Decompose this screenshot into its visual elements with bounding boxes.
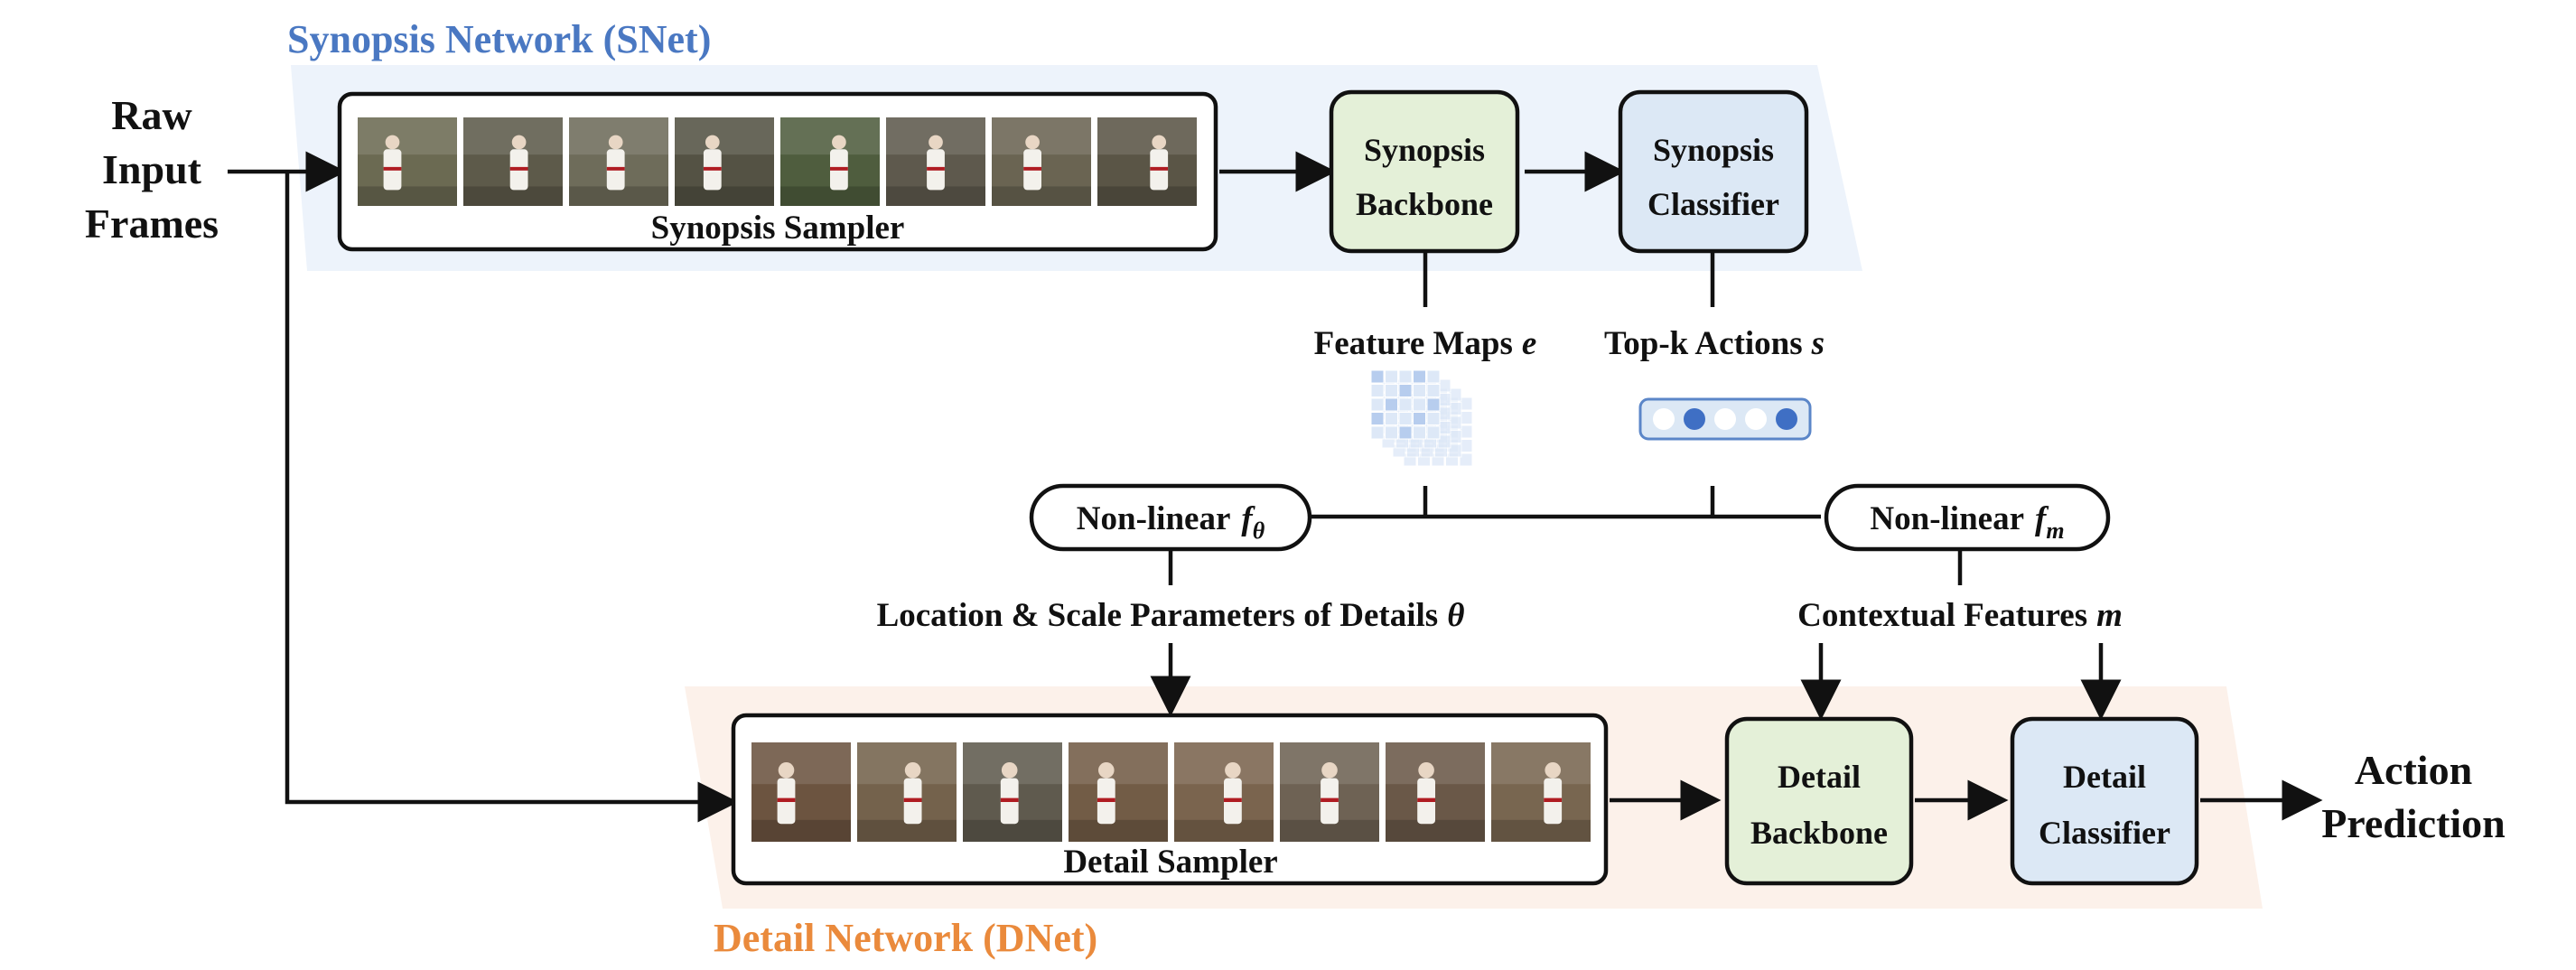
detail-frame-3: [963, 742, 1062, 842]
topk-vector-icon: [1638, 397, 1812, 441]
synopsis-frames: [358, 117, 1197, 206]
topk-dot-1: [1653, 408, 1675, 430]
output-label-line-2: Prediction: [2321, 800, 2506, 846]
synopsis-frame-6: [886, 117, 985, 206]
detail-frame-5: [1174, 742, 1274, 842]
synopsis-frame-2: [463, 117, 563, 206]
detail-backbone: Detail Backbone: [1724, 716, 1914, 886]
synopsis-frame-4: [675, 117, 774, 206]
detail-classifier-line-1: Detail: [2063, 759, 2146, 795]
synopsis-frame-5: [780, 117, 880, 206]
synopsis-classifier-line-1: Synopsis: [1653, 132, 1774, 168]
detail-backbone-line-1: Detail: [1778, 759, 1861, 795]
synopsis-classifier-line-2: Classifier: [1647, 186, 1779, 222]
dnet-title: Detail Network (DNet): [714, 916, 1097, 960]
topk-dot-4: [1745, 408, 1767, 430]
topk-dot-3: [1714, 408, 1736, 430]
snet-title: Synopsis Network (SNet): [287, 17, 711, 61]
arrow-input-to-detail-sampler: [285, 172, 739, 823]
synopsis-frame-8: [1097, 117, 1197, 206]
synopsis-frame-3: [569, 117, 668, 206]
detail-sampler: Detail Sampler: [731, 713, 1609, 886]
detail-frame-4: [1069, 742, 1168, 842]
detail-classifier: Detail Classifier: [2010, 716, 2199, 886]
synopsis-sampler: Synopsis Sampler: [337, 91, 1218, 252]
topk-dot-2: [1684, 408, 1705, 430]
input-label-line-3: Frames: [85, 201, 219, 247]
synopsis-classifier: Synopsis Classifier: [1618, 89, 1809, 254]
input-label-line-2: Input: [102, 146, 202, 192]
detail-sampler-label: Detail Sampler: [1063, 844, 1277, 881]
synopsis-frame-7: [992, 117, 1091, 206]
detail-frame-2: [857, 742, 957, 842]
detail-backbone-line-2: Backbone: [1750, 815, 1888, 851]
synopsis-backbone: Synopsis Backbone: [1329, 89, 1520, 254]
detail-frame-1: [751, 742, 851, 842]
output-label-line-1: Action: [2355, 747, 2472, 793]
input-label: Raw Input Frames: [85, 92, 219, 247]
synopsis-sampler-label: Synopsis Sampler: [651, 210, 905, 247]
input-label-line-1: Raw: [111, 92, 191, 138]
detail-frame-6: [1280, 742, 1379, 842]
detail-frames: [751, 742, 1591, 842]
detail-frame-8: [1491, 742, 1591, 842]
detail-classifier-line-2: Classifier: [2039, 815, 2170, 851]
topk-dot-5: [1776, 408, 1797, 430]
detail-frame-7: [1386, 742, 1485, 842]
synopsis-backbone-line-2: Backbone: [1356, 186, 1493, 222]
output-label: Action Prediction: [2321, 747, 2506, 846]
synopsis-frame-1: [358, 117, 457, 206]
synopsis-backbone-line-1: Synopsis: [1364, 132, 1485, 168]
feature-maps-icon: [1370, 369, 1473, 467]
